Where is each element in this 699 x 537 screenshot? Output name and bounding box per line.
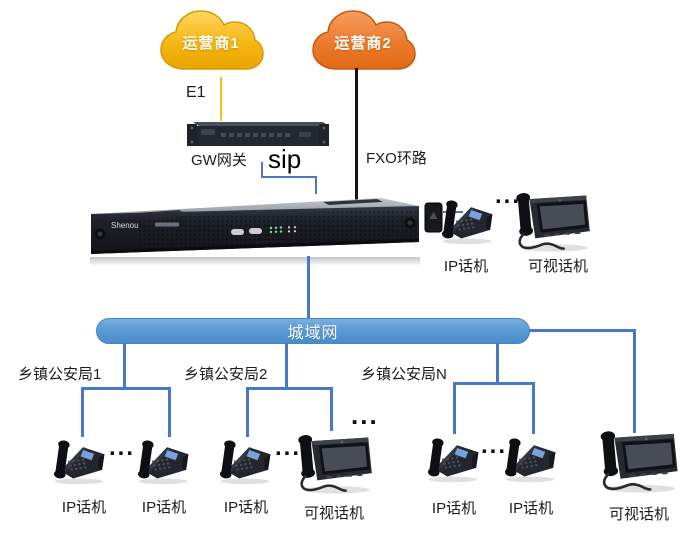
mid-ellipsis: ... [351,400,379,430]
hq-ellipsis: ... [495,182,522,209]
ip-phone-icon [50,434,108,486]
operator2-cloud: 运营商2 [308,6,418,80]
branch3-phone1 [424,432,482,484]
branch2-phone2-label: 可视话机 [303,505,364,522]
branch1-phone2 [134,434,192,486]
sip-link-line-middle [261,176,317,178]
video-phone-icon [512,186,592,253]
branch2-ellipsis: ... [275,434,302,461]
branch2-right-vline [330,387,333,431]
ip-phone-icon [216,434,274,486]
sip-link-line-right [315,176,317,194]
standalone-video-phone [596,424,680,494]
branch2-phone1-label: IP话机 [223,499,269,516]
metro-right-vline [633,329,636,433]
branch3-right-vline [532,382,535,434]
branch2-phone2 [294,428,374,495]
branch3-phone2 [501,432,559,484]
operator2-label: 运营商2 [334,35,392,52]
gateway-device-icon [187,122,329,146]
ip-phone-icon [438,194,496,246]
branch2-split-hline [246,387,333,390]
branch3-label: 乡镇公安局N [361,366,447,383]
fxo-adapter-icon [424,202,443,233]
branch1-ellipsis: ... [109,434,136,461]
video-phone-icon [294,428,374,495]
ip-phone-icon [501,432,559,484]
ippbx-server-icon: Shenou [91,198,419,254]
branch1-drop-line [123,343,126,389]
cloud-icon [312,10,416,70]
operator1-label: 运营商1 [182,35,240,52]
branch2-phone1 [216,434,274,486]
fxo-label: FXO环路 [366,150,427,167]
ip-phone-icon [424,432,482,484]
fxo-trunk-line [355,68,358,200]
branch1-phone1 [50,434,108,486]
branch2-drop-line [285,343,288,389]
sip-link-line-left [261,162,263,178]
metro-network-label: 城域网 [287,325,339,342]
metro-right-hline [529,329,636,332]
e1-link-line [220,77,222,121]
branch1-phone2-label: IP话机 [141,499,187,516]
branch2-left-vline [246,387,249,437]
branch1-phone1-label: IP话机 [61,499,107,516]
branch1-left-vline [81,387,84,437]
fxo-adapter-box [424,202,443,233]
branch3-ellipsis: ... [481,432,508,459]
branch3-left-vline [453,382,456,434]
branch2-label: 乡镇公安局2 [184,366,268,383]
cloud-icon [160,10,264,70]
branch3-split-hline [453,382,535,385]
branch3-phone1-label: IP话机 [431,500,477,517]
operator1-cloud: 运营商1 [156,6,266,80]
branch3-phone2-label: IP话机 [508,500,554,517]
branch1-right-vline [168,387,171,437]
hq-ip-phone-label: IP话机 [443,258,489,275]
server-metro-line [307,256,310,319]
server-reflection [90,257,420,266]
metro-network-bar: 城域网 [96,318,530,344]
sip-label: sip [268,144,302,174]
standalone-video-phone-label: 可视话机 [608,506,669,523]
hq-ip-phone [438,194,496,246]
branch1-split-hline [81,387,171,390]
gateway-label: GW网关 [191,152,247,169]
ippbx-server: Shenou [83,192,423,258]
ip-phone-icon [134,434,192,486]
e1-label: E1 [186,84,206,101]
server-brand: Shenou [111,221,139,230]
hq-video-phone-label: 可视话机 [527,258,588,275]
hq-video-phone [512,186,592,253]
branch3-drop-line [496,343,499,384]
video-phone-icon [596,424,680,494]
gateway-device [183,114,333,150]
branch1-label: 乡镇公安局1 [18,366,102,383]
